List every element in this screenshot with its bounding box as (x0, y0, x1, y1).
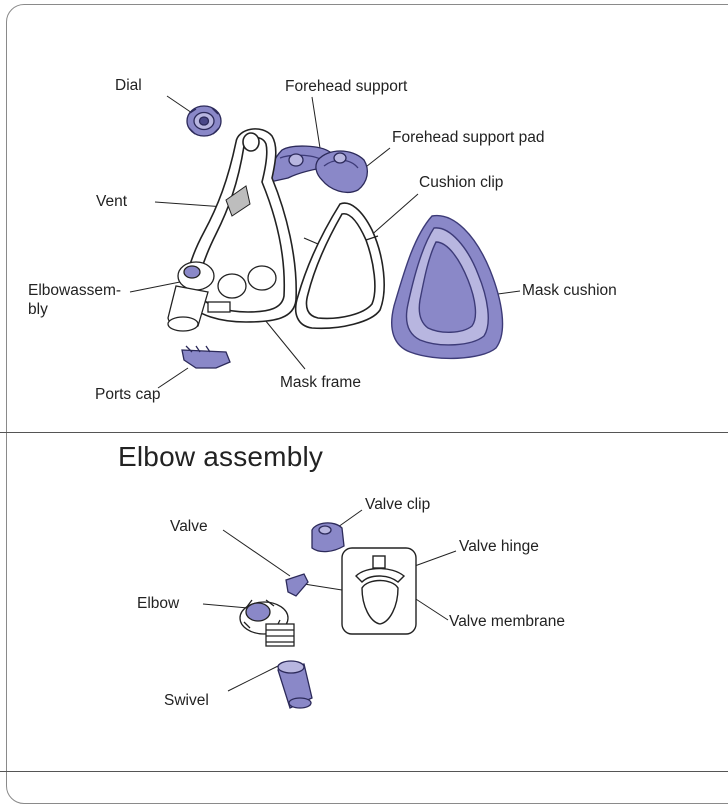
valve-part (285, 573, 309, 597)
label-vent: Vent (96, 193, 128, 210)
section-title-elbow-assembly: Elbow assembly (118, 441, 324, 472)
label-forehead-support: Forehead support (285, 78, 408, 95)
label-forehead-support-pad: Forehead support pad (392, 129, 545, 146)
mask-components-diagram: Dial Forehead support Forehead support p… (0, 4, 728, 804)
forehead-support-pad-part (315, 150, 369, 194)
ports-cap-part (181, 345, 231, 369)
bottom-divider (0, 771, 728, 772)
label-swivel: Swivel (164, 692, 209, 709)
label-ports-cap: Ports cap (95, 386, 161, 403)
label-cushion-clip: Cushion clip (419, 174, 504, 191)
label-valve-membrane: Valve membrane (449, 613, 566, 630)
label-elbow-assembly-line1: Elbowassem- (28, 282, 122, 299)
label-valve-hinge: Valve hinge (459, 538, 539, 555)
diagram-illustration (129, 95, 521, 709)
label-elbow-assembly-line2: bly (28, 301, 48, 318)
section-divider (0, 432, 728, 433)
elbow-part (239, 599, 295, 647)
mask-cushion-part (391, 214, 504, 360)
label-mask-cushion: Mask cushion (522, 282, 617, 299)
label-dial: Dial (115, 77, 142, 94)
valve-clip-part (311, 522, 345, 553)
label-valve: Valve (170, 518, 208, 535)
vent-part (225, 185, 251, 217)
valve-detail-box (341, 547, 417, 635)
cushion-clip-part (294, 202, 385, 330)
label-mask-frame: Mask frame (280, 374, 361, 391)
swivel-part (277, 660, 313, 709)
frame-elbow-part (167, 261, 277, 332)
dial-part (186, 105, 222, 137)
label-elbow: Elbow (137, 595, 180, 612)
label-valve-clip: Valve clip (365, 496, 431, 513)
